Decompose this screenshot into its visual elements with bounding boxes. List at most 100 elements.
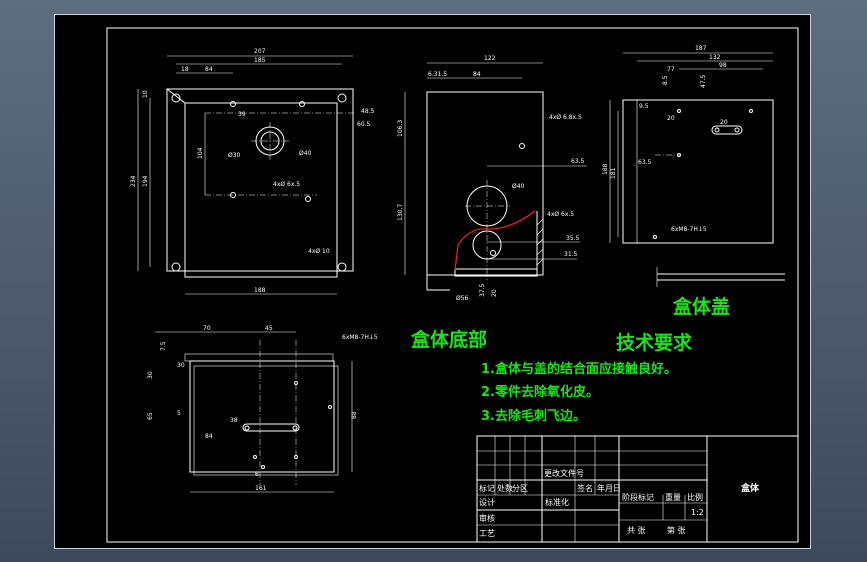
- dim-lid-9-5: 9.5: [639, 103, 649, 110]
- inner-frame: [106, 27, 799, 543]
- corner-hole-br: [337, 262, 347, 272]
- dim-lid-187: 187: [695, 45, 707, 52]
- note-3: 3.去除毛刺飞边。: [481, 408, 586, 424]
- dim-height-104: 104: [197, 147, 204, 159]
- dim-side-30: 30: [147, 371, 154, 379]
- bottom-part-view: 207 185 84 18 188 234 194 104 10 48.5 60…: [130, 48, 375, 295]
- tb-date: 年月日: [597, 483, 621, 493]
- dim-section-84: 84: [473, 71, 481, 78]
- dim-width-188: 188: [254, 287, 266, 294]
- dim-section-20: 20: [491, 289, 498, 297]
- dim-lid-47-5: 47.5: [700, 74, 707, 88]
- tb-sign: 签名: [577, 483, 593, 493]
- dim-side-5: 5: [177, 410, 181, 417]
- dim-section-122: 122: [484, 55, 496, 62]
- dim-hole-4x-b: 4xØ 10: [308, 248, 330, 255]
- bottom-part-title: 盒体底部: [410, 328, 487, 351]
- dim-lid-20b: 20: [667, 115, 675, 122]
- lid-title: 盒体盖: [672, 295, 730, 318]
- lid-side-slot: [242, 423, 300, 432]
- tb-design: 设计: [479, 497, 495, 507]
- dim-left-18: 18: [181, 66, 189, 73]
- dim-section-31-5b: 31.5: [564, 251, 578, 258]
- tb-ratio: 比例: [687, 492, 703, 502]
- dim-lid-188: 188: [602, 163, 609, 175]
- dim-overall-width: 207: [254, 48, 266, 55]
- title-block: 标记 处数 分区 更改文件号 签名 年月日 设计 标准化 审核 工艺 阶段标记 …: [476, 435, 799, 543]
- corner-hole-tl: [171, 93, 181, 103]
- dim-side-hole: 6xM8-7H↓5: [342, 334, 378, 341]
- dim-side-45: 45: [265, 325, 273, 332]
- dim-48-5: 48.5: [361, 108, 375, 115]
- dim-section-63-5: 63.5: [571, 158, 585, 165]
- dim-lid-132: 132: [709, 54, 721, 61]
- dim-section-hole-4x-b: 4xØ 6x.5: [547, 211, 574, 218]
- dim-lid-20: 20: [720, 119, 728, 126]
- lid-side-outline: [189, 360, 335, 473]
- dim-section-35-5: 35.5: [566, 235, 580, 242]
- dim-side-161: 161: [255, 485, 267, 492]
- corner-hole-tr: [337, 93, 347, 103]
- drawing-sheet: 207 185 84 18 188 234 194 104 10 48.5 60…: [54, 14, 811, 549]
- tb-part-name: 盒体: [740, 482, 760, 494]
- dim-section-130-7: 130.7: [397, 204, 404, 221]
- dim-side-70: 70: [203, 325, 211, 332]
- tb-change: 更改文件号: [544, 468, 584, 478]
- tb-scale: 1:2: [691, 508, 704, 517]
- section-cut-line: [454, 210, 536, 271]
- tb-sheets-total: 共 张: [627, 526, 646, 535]
- dim-section-dia-56: Ø56: [456, 295, 469, 302]
- dim-hole-4x-a: 4xØ 6x.5: [273, 181, 300, 188]
- corner-hole-bl: [171, 262, 181, 272]
- dim-side-88: 88: [351, 411, 358, 419]
- lid-top-view: 187 132 98 77 188 181 8.5 9.5 47.5 20 63…: [602, 45, 785, 318]
- lid-slot: [711, 125, 743, 135]
- tb-zone: 分区: [512, 484, 528, 493]
- tb-stage: 阶段标记: [622, 492, 654, 502]
- dim-39: 39: [238, 111, 246, 118]
- dim-section-31-5: 6.31.5: [428, 71, 447, 78]
- dim-side-7-5: 7.5: [160, 341, 167, 351]
- tb-sheet-no: 第 张: [667, 525, 686, 535]
- bottom-outer-rect: [166, 88, 354, 272]
- dim-section-37-5: 37.5: [479, 283, 486, 297]
- dim-height-194: 194: [142, 175, 149, 187]
- dim-side-38: 38: [230, 417, 238, 424]
- dim-lid-8-5: 8.5: [662, 75, 669, 85]
- dim-lid-77: 77: [667, 66, 675, 73]
- dim-side-84: 84: [205, 433, 213, 440]
- dim-dia-30: Ø30: [228, 152, 241, 159]
- drawing-svg: 207 185 84 18 188 234 194 104 10 48.5 60…: [106, 27, 799, 543]
- dim-height-10: 10: [142, 90, 149, 98]
- tb-mark: 标记: [479, 483, 495, 493]
- lid-top-outline: [622, 99, 774, 244]
- dim-side-30b: 30: [177, 362, 185, 369]
- note-2: 2.零件去除氧化皮。: [481, 384, 599, 400]
- bottom-inner-rect: [184, 102, 338, 278]
- tb-count: 处数: [497, 483, 513, 493]
- dim-width-185: 185: [254, 57, 266, 64]
- dim-side-6: 6: [255, 471, 259, 478]
- lid-side-view: 70 45 7.5 30 30 5 65 38 84 88 161 6 6xM8…: [147, 325, 487, 493]
- notes-heading: 技术要求: [616, 331, 693, 354]
- dim-section-dia-40: Ø40: [512, 183, 525, 190]
- side-section-view: 122 84 6.31.5 106.3 130.7 4xØ 6.8x.5 63.…: [397, 55, 587, 302]
- dim-section-hole-4x: 4xØ 6.8x.5: [549, 114, 582, 121]
- dim-lid-63-5: 63.5: [638, 159, 652, 166]
- dim-side-65: 65: [147, 412, 154, 420]
- dim-width-84: 84: [205, 66, 213, 73]
- dim-dia-40: Ø40: [299, 150, 312, 157]
- section-outline: [426, 91, 544, 276]
- dim-height-234: 234: [130, 175, 137, 187]
- note-1: 1.盒体与盖的结合面应接触良好。: [481, 361, 677, 377]
- dim-lid-181: 181: [610, 167, 617, 179]
- technical-notes: 技术要求 1.盒体与盖的结合面应接触良好。 2.零件去除氧化皮。 3.去除毛刺飞…: [481, 331, 693, 424]
- tb-standard: 标准化: [545, 497, 569, 507]
- dim-lid-98: 98: [719, 62, 727, 69]
- tb-weight: 重量: [665, 492, 681, 502]
- tb-process: 工艺: [479, 529, 495, 538]
- dim-lid-hole: 6xM8-7H↓5: [671, 226, 707, 233]
- tb-review: 审核: [479, 513, 495, 523]
- dim-section-106-3: 106.3: [397, 120, 404, 137]
